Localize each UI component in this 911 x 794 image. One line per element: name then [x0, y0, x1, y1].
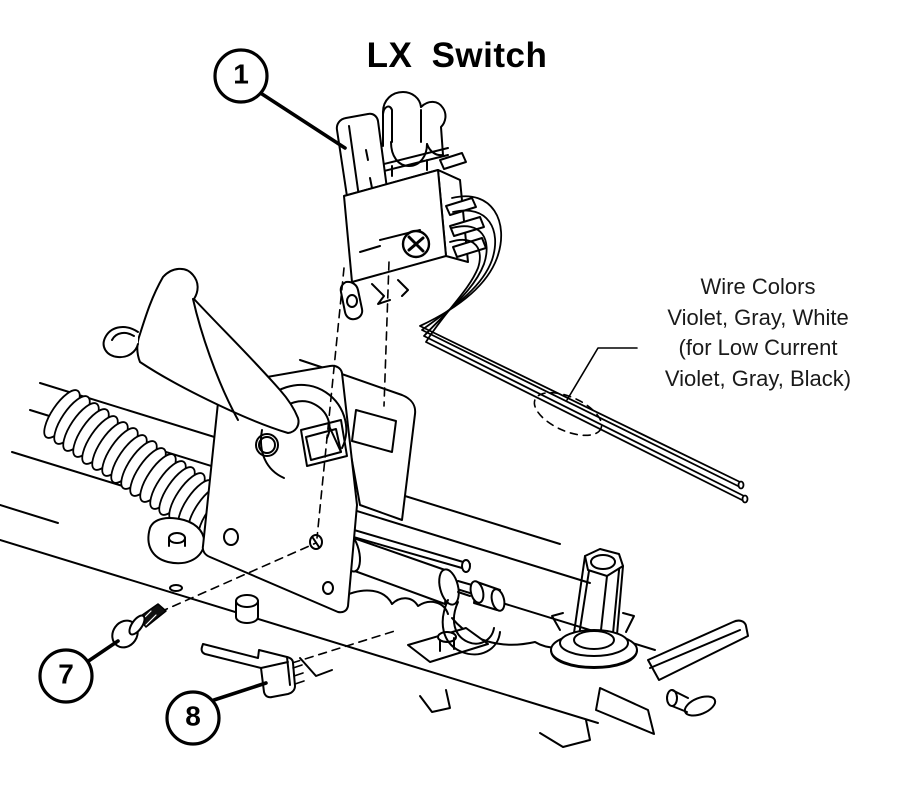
- callout-1-number: 1: [233, 58, 249, 90]
- callout-leaders: [85, 92, 347, 702]
- base-deck-drawing: [0, 382, 749, 748]
- callout-1-circle: [213, 48, 269, 104]
- callout-8-circle: [165, 690, 221, 746]
- callout-7-number: 7: [58, 658, 74, 690]
- wire-colors-note: Wire Colors Violet, Gray, White (for Low…: [612, 272, 904, 394]
- wire-note-line-3: (for Low Current: [678, 335, 838, 360]
- lever-handle-drawing: [102, 267, 300, 434]
- screw-part-drawing: [111, 603, 167, 649]
- callout-circles: [38, 48, 269, 746]
- lx-switch-assembly-drawing: [335, 91, 487, 321]
- wire-bundle-drawing: [419, 195, 749, 504]
- rear-bracket-plate-drawing: [299, 359, 417, 521]
- wire-note-line-1: Wire Colors: [700, 274, 816, 299]
- wire-note-line-2: Violet, Gray, White: [667, 304, 849, 330]
- diagram-title: LX Switch: [366, 36, 548, 75]
- callout-8-number: 8: [185, 700, 201, 732]
- projection-dashed-lines: [159, 261, 399, 664]
- wire-note-leader: [533, 347, 638, 437]
- callout-7-circle: [38, 648, 94, 704]
- switch-mounting-plate-drawing: [201, 364, 358, 614]
- hex-post-drawing: [550, 548, 638, 669]
- wire-note-line-4: Violet, Gray, Black): [664, 365, 852, 391]
- clip-bracket-drawing: [200, 643, 305, 699]
- foot-tab-drawing: [147, 517, 206, 565]
